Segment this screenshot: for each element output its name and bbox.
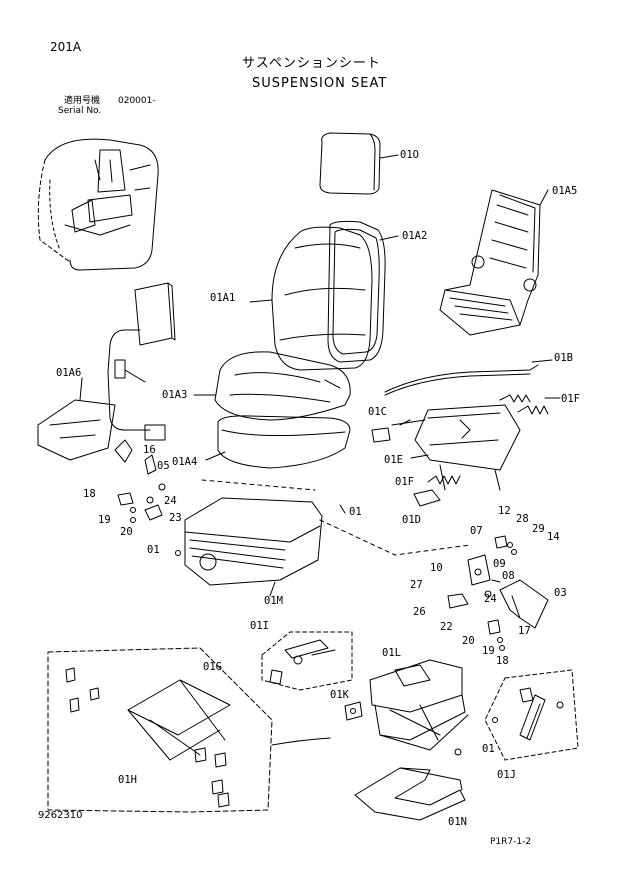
slide-kit-01I [262, 632, 352, 690]
callout-01O: 01O [400, 149, 419, 161]
callout-01H: 01H [118, 774, 137, 786]
callout-01B: 01B [554, 352, 573, 364]
callout-01F-upper: 01F [561, 393, 580, 405]
callout-01E: 01E [384, 454, 403, 466]
callout-01G: 01G [203, 661, 222, 673]
frame-assembly-01L [370, 660, 468, 750]
callout-24-right: 24 [484, 593, 497, 605]
back-cushion-01A1 [250, 227, 372, 370]
back-cushion-01A2 [328, 221, 398, 362]
callout-01A1: 01A1 [210, 292, 236, 304]
drawing-number: 9262310 [38, 810, 83, 821]
callout-08: 08 [502, 570, 515, 582]
page-reference: P1R7-1-2 [490, 837, 532, 847]
cab-location-thumbnail [38, 139, 158, 270]
callout-01A4: 01A4 [172, 456, 198, 468]
callout-01F-lower: 01F [395, 476, 414, 488]
callout-17: 17 [518, 625, 531, 637]
slide-rail-01E [372, 405, 520, 490]
callout-01-b: 01 [147, 544, 160, 556]
title-english: SUSPENSION SEAT [252, 76, 388, 91]
callout-29: 29 [532, 523, 545, 535]
callout-01A6: 01A6 [56, 367, 82, 379]
callout-01-c: 01 [482, 743, 495, 755]
callout-20-left: 20 [120, 526, 133, 538]
callout-27: 27 [410, 579, 423, 591]
headrest-01O [320, 133, 398, 194]
callout-26: 26 [413, 606, 426, 618]
callout-23: 23 [169, 512, 182, 524]
callout-19-left: 19 [98, 514, 111, 526]
scissor-kit-01G-01H [48, 648, 330, 812]
armrest-01A6 [38, 283, 175, 462]
callout-01I: 01I [250, 620, 269, 632]
callout-14: 14 [547, 531, 560, 543]
callout-07: 07 [470, 525, 483, 537]
callout-18-right: 18 [496, 655, 509, 667]
spring-01F-lower [414, 476, 460, 506]
callout-01M: 01M [264, 595, 283, 607]
lever-bracket-07 [448, 536, 548, 651]
seat-pan-01A4 [206, 416, 350, 468]
serial-label-jp: 適用号機 [64, 96, 101, 106]
callout-18-left: 18 [83, 488, 96, 500]
springs-01F-upper [500, 395, 560, 414]
callout-01A3: 01A3 [162, 389, 188, 401]
callout-01C: 01C [368, 406, 387, 418]
hardware-left-group [118, 455, 181, 556]
callout-01A5: 01A5 [552, 185, 578, 197]
seat-frame-01A5 [440, 190, 548, 335]
callout-03: 03 [554, 587, 567, 599]
part-01K [345, 702, 362, 720]
callout-12: 12 [498, 505, 511, 517]
serial-value: 020001- [118, 96, 156, 106]
serial-label-en: Serial No. [58, 106, 102, 116]
callout-01D: 01D [402, 514, 421, 526]
callout-01-a: 01 [349, 506, 362, 518]
lever-01B [385, 360, 552, 395]
callout-24-left: 24 [164, 495, 177, 507]
callout-01L: 01L [382, 647, 401, 659]
callout-16: 16 [143, 444, 156, 456]
callout-01A2: 01A2 [402, 230, 428, 242]
title-japanese: サスペンションシート [242, 56, 381, 71]
part-01N [355, 749, 465, 820]
callout-05: 05 [157, 460, 170, 472]
callout-09: 09 [493, 558, 506, 570]
seat-cushion-01A3 [194, 352, 350, 420]
shock-absorber-01J [485, 670, 578, 760]
suspension-base-01M [185, 480, 470, 596]
callout-10: 10 [430, 562, 443, 574]
callout-01K: 01K [330, 689, 349, 701]
callout-28: 28 [516, 513, 529, 525]
callout-20-right: 20 [462, 635, 475, 647]
callout-19-right: 19 [482, 645, 495, 657]
callout-01J: 01J [497, 769, 516, 781]
page-code: 201A [50, 40, 82, 54]
callout-01N: 01N [448, 816, 467, 828]
callout-22: 22 [440, 621, 453, 633]
